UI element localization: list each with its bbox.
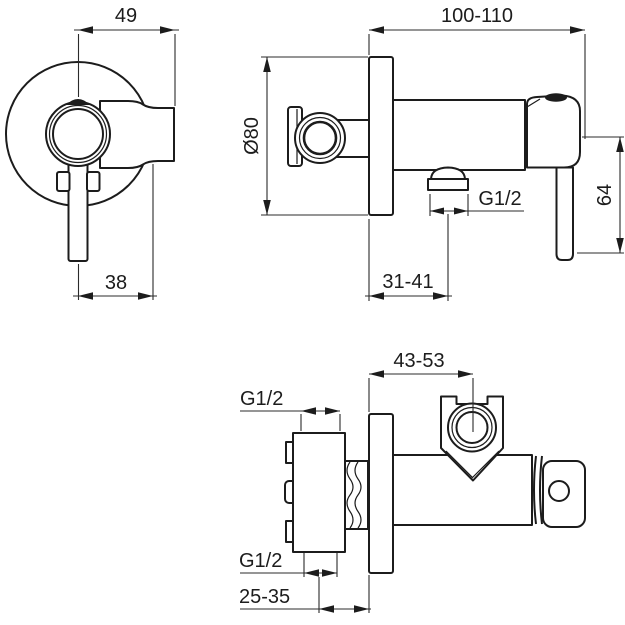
dim-side-outlet-to-wall-label: 31-41 [382,271,433,293]
dim-top-thread-top: G1/2 [240,388,341,431]
dim-side-plate-diameter-label: Ø80 [241,117,263,155]
wall-plate-top [368,413,394,574]
valve-trim-ring-outer [45,101,111,167]
lever-pin [545,93,567,102]
handle-base-right-tab [86,171,101,192]
faucet-body-side [392,99,526,171]
supply-ring-outer [294,112,346,164]
body-groove-2 [539,455,543,525]
dim-top-thread-bottom: G1/2 [239,550,338,577]
collar-rib-2 [354,461,362,529]
dim-top-inlet-to-wall: 25-35 [239,575,371,613]
valve-trim-ring-inner [52,108,104,160]
adjustable-collar [344,460,369,530]
dim-side-lever-drop-label: 64 [594,184,616,206]
dim-top-holder-to-wall-label: 43-53 [393,350,444,372]
dim-front-offset-label: 38 [105,272,127,294]
lever-side [555,166,574,261]
valve-trim-ring-middle [48,104,108,164]
inwall-valve-body [292,432,346,553]
dim-top-holder-to-wall: 43-53 [368,350,474,432]
outlet-nut [427,178,469,191]
holder-bracket-front [99,100,175,169]
handle-escutcheon-side [526,94,581,169]
wall-plate-side [368,56,394,216]
dim-side-plate-diameter: Ø80 [241,56,368,216]
outlet-dome-cap [430,166,466,180]
dim-top-thread-bottom-label: G1/2 [239,550,282,572]
dim-top-thread-top-label: G1/2 [240,388,283,410]
collar-rib-1 [346,461,354,529]
dim-front-width: 49 [74,5,179,106]
dim-top-inlet-to-wall-label: 25-35 [239,586,290,608]
valve-index-marker [66,99,90,105]
dim-side-outlet-thread: G1/2 [429,188,524,216]
dim-front-handle-to-holder: 38 [73,164,157,300]
supply-ring-middle [298,116,342,160]
holder-fork-inner-edge [445,450,500,479]
dim-side-outlet-to-wall: 31-41 [365,214,452,301]
dim-side-depth-label: 100-110 [441,5,513,27]
holder-cone-inner [455,411,489,444]
lever-pivot-hole [548,480,570,502]
handle-base-left-tab [56,171,71,192]
body-groove-1 [533,455,537,525]
holder-cone-middle [451,406,493,449]
dim-side-outlet-thread-label: G1/2 [478,188,521,210]
dim-side-depth: 100-110 [368,5,586,139]
lever-handle-front [67,157,89,262]
supply-ring-inner [302,120,338,156]
dim-front-width-label: 49 [115,5,137,27]
top-view: 43-53 G1/2 G1/2 25-35 [239,350,586,613]
dim-side-lever-drop: 64 [577,136,624,254]
side-view: 100-110 Ø80 G1/2 31-41 [241,5,624,301]
front-view: 49 38 [5,5,179,300]
